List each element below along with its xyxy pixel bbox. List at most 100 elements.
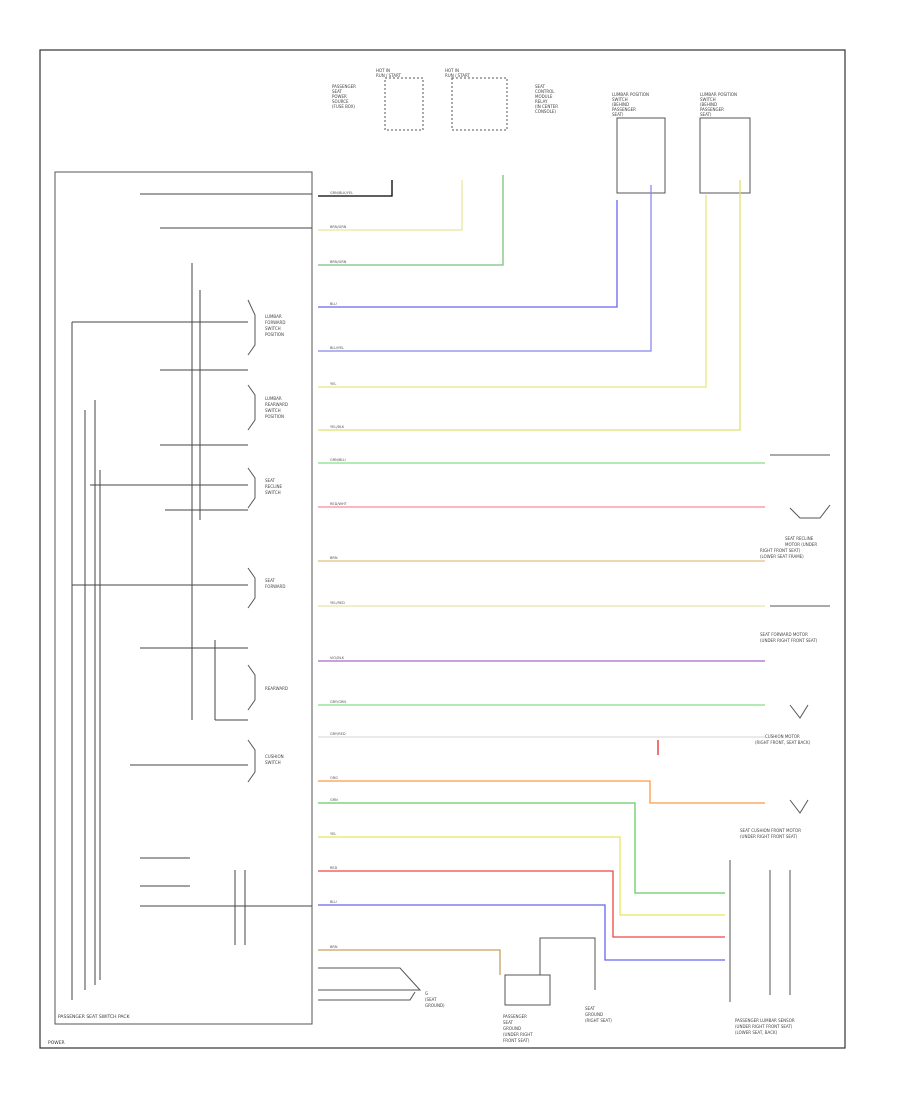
svg-text:LUMBAR: LUMBAR bbox=[265, 314, 282, 319]
hot-in-right-2: RUN / START bbox=[445, 73, 470, 78]
seat-cushion-front-motor: SEAT CUSHION FRONT MOTOR (UNDER RIGHT FR… bbox=[740, 799, 809, 839]
seat-ground: SEAT GROUND (RIGHT SEAT) bbox=[539, 937, 612, 1023]
wire-label-13: GRY/GRN bbox=[330, 700, 346, 704]
corner-label: POWER bbox=[48, 1040, 65, 1046]
cushion-motor: CUSHION MOTOR (RIGHT FRONT, SEAT BACK) bbox=[755, 704, 811, 745]
svg-text:(RIGHT SEAT): (RIGHT SEAT) bbox=[585, 1018, 612, 1023]
wire-3 bbox=[318, 175, 504, 266]
svg-text:REARWARD: REARWARD bbox=[265, 686, 288, 691]
svg-text:SWITCH: SWITCH bbox=[265, 326, 281, 331]
switch-pack: PASSENGER SEAT SWITCH PACK bbox=[54, 171, 313, 1025]
svg-text:SEAT: SEAT bbox=[585, 1006, 595, 1011]
ground-point: G (SEAT GROUND) bbox=[318, 967, 445, 1008]
power-source-right: HOT IN RUN / START SEAT CONTROL MODULE R… bbox=[445, 68, 558, 131]
wire-label-16: GRN bbox=[330, 798, 338, 802]
wire-5 bbox=[318, 185, 652, 352]
svg-text:(BEHIND: (BEHIND bbox=[612, 102, 629, 107]
wire-label-10: BRN bbox=[330, 556, 338, 560]
wire-7 bbox=[318, 180, 741, 431]
wire-label-3: BRN/GRN bbox=[330, 260, 347, 264]
svg-text:SEAT CUSHION FRONT MOTOR: SEAT CUSHION FRONT MOTOR bbox=[740, 828, 801, 833]
lumbar-motor-2: LUMBAR POSITION SWITCH (BEHIND PASSENGER… bbox=[699, 92, 751, 194]
svg-text:SWITCH: SWITCH bbox=[265, 760, 281, 765]
internal-bus bbox=[71, 193, 312, 1000]
svg-text:PASSENGER: PASSENGER bbox=[332, 84, 356, 89]
svg-text:SEAT): SEAT) bbox=[612, 112, 624, 117]
wire-15 bbox=[318, 780, 765, 804]
svg-text:(UNDER RIGHT: (UNDER RIGHT bbox=[503, 1032, 533, 1037]
power-source-left: HOT IN RUN / START PASSENGER SEAT POWER … bbox=[332, 68, 424, 131]
svg-text:(LOWER SEAT FRAME): (LOWER SEAT FRAME) bbox=[760, 554, 804, 559]
svg-text:SEAT: SEAT bbox=[265, 478, 275, 483]
switch-seat-rearward: REARWARD bbox=[247, 664, 288, 711]
wire-label-5: BLU/YEL bbox=[330, 346, 344, 350]
wire-label-8: GRN/BLU bbox=[330, 458, 346, 462]
wire-label-14: GRY/RED bbox=[330, 732, 346, 736]
wire-19 bbox=[318, 904, 725, 961]
svg-text:RELAY: RELAY bbox=[535, 99, 548, 104]
wire-label-11: YEL/RED bbox=[330, 601, 345, 605]
svg-text:SEAT FORWARD MOTOR: SEAT FORWARD MOTOR bbox=[760, 632, 808, 637]
svg-text:FORWARD: FORWARD bbox=[265, 320, 285, 325]
wire-label-15: ORG bbox=[330, 776, 338, 780]
svg-text:(BEHIND: (BEHIND bbox=[700, 102, 717, 107]
seat-forward-motor: SEAT FORWARD MOTOR (UNDER RIGHT FRONT SE… bbox=[760, 605, 830, 643]
svg-text:CUSHION: CUSHION bbox=[265, 754, 284, 759]
svg-text:FORWARD: FORWARD bbox=[265, 584, 285, 589]
svg-text:(LOWER SEAT, BACK): (LOWER SEAT, BACK) bbox=[735, 1030, 778, 1035]
svg-text:RIGHT FRONT SEAT): RIGHT FRONT SEAT) bbox=[760, 548, 801, 553]
svg-text:(UNDER RIGHT FRONT SEAT): (UNDER RIGHT FRONT SEAT) bbox=[760, 638, 818, 643]
svg-text:SEAT: SEAT bbox=[535, 84, 545, 89]
wire-label-4: BLU bbox=[330, 302, 337, 306]
wire-labels: GRN/BLK/YEL BRN/GRN BRN/GRN BLU BLU/YEL … bbox=[330, 191, 353, 949]
wire-17 bbox=[318, 836, 725, 916]
wire-20 bbox=[318, 949, 501, 975]
svg-text:SEAT: SEAT bbox=[265, 578, 275, 583]
wire-label-9: RED/WHT bbox=[330, 502, 348, 506]
svg-text:RECLINE: RECLINE bbox=[265, 484, 283, 489]
wire-18 bbox=[318, 870, 725, 938]
svg-text:(UNDER RIGHT FRONT SEAT): (UNDER RIGHT FRONT SEAT) bbox=[740, 834, 798, 839]
svg-text:(RIGHT FRONT, SEAT BACK): (RIGHT FRONT, SEAT BACK) bbox=[755, 740, 811, 745]
svg-text:LUMBAR POSITION: LUMBAR POSITION bbox=[700, 92, 737, 97]
wire-label-20: BRN bbox=[330, 945, 338, 949]
wire-label-19: BLU bbox=[330, 900, 337, 904]
svg-text:SWITCH: SWITCH bbox=[612, 97, 628, 102]
hot-in-right-1: HOT IN bbox=[445, 68, 459, 73]
svg-text:SEAT RECLINE: SEAT RECLINE bbox=[785, 536, 814, 541]
svg-text:REARWARD: REARWARD bbox=[265, 402, 288, 407]
hot-in-left-2: RUN / START bbox=[376, 73, 401, 78]
switch-seat-forward: SEAT FORWARD bbox=[247, 567, 285, 609]
wire-label-1: GRN/BLK/YEL bbox=[330, 191, 353, 195]
wire-label-12: VIO/BLK bbox=[330, 656, 345, 660]
svg-text:SOURCE: SOURCE bbox=[332, 99, 349, 104]
switch-lumbar-forward: LUMBAR FORWARD SWITCH POSITION bbox=[247, 299, 285, 356]
svg-text:SEAT: SEAT bbox=[503, 1020, 513, 1025]
svg-text:PASSENGER: PASSENGER bbox=[700, 107, 724, 112]
svg-text:LUMBAR POSITION: LUMBAR POSITION bbox=[612, 92, 649, 97]
svg-text:LUMBAR: LUMBAR bbox=[265, 396, 282, 401]
svg-text:PASSENGER: PASSENGER bbox=[503, 1014, 527, 1019]
svg-text:(FUSE BOX): (FUSE BOX) bbox=[332, 104, 355, 109]
svg-text:CONTROL: CONTROL bbox=[535, 89, 555, 94]
wire-2 bbox=[318, 180, 463, 231]
switch-pack-caption: PASSENGER SEAT SWITCH PACK bbox=[58, 1014, 131, 1020]
svg-text:(SEAT: (SEAT bbox=[425, 997, 437, 1002]
svg-text:GROUND: GROUND bbox=[503, 1026, 521, 1031]
svg-text:(UNDER RIGHT FRONT SEAT): (UNDER RIGHT FRONT SEAT) bbox=[735, 1024, 793, 1029]
wire-16 bbox=[318, 802, 725, 894]
svg-text:G: G bbox=[425, 991, 428, 996]
wire-label-17: YEL bbox=[330, 832, 336, 836]
svg-text:POSITION: POSITION bbox=[265, 332, 284, 337]
svg-text:GROUND): GROUND) bbox=[425, 1003, 445, 1008]
svg-text:PASSENGER: PASSENGER bbox=[612, 107, 636, 112]
svg-text:SEAT): SEAT) bbox=[700, 112, 712, 117]
svg-text:GROUND: GROUND bbox=[585, 1012, 603, 1017]
wire-6 bbox=[318, 195, 707, 388]
switch-cushion: CUSHION SWITCH bbox=[247, 739, 284, 783]
wire-label-7: YEL/BLK bbox=[330, 425, 345, 429]
svg-text:(IN CENTER: (IN CENTER bbox=[535, 104, 558, 109]
svg-text:CONSOLE): CONSOLE) bbox=[535, 109, 556, 114]
svg-text:MODULE: MODULE bbox=[535, 94, 553, 99]
